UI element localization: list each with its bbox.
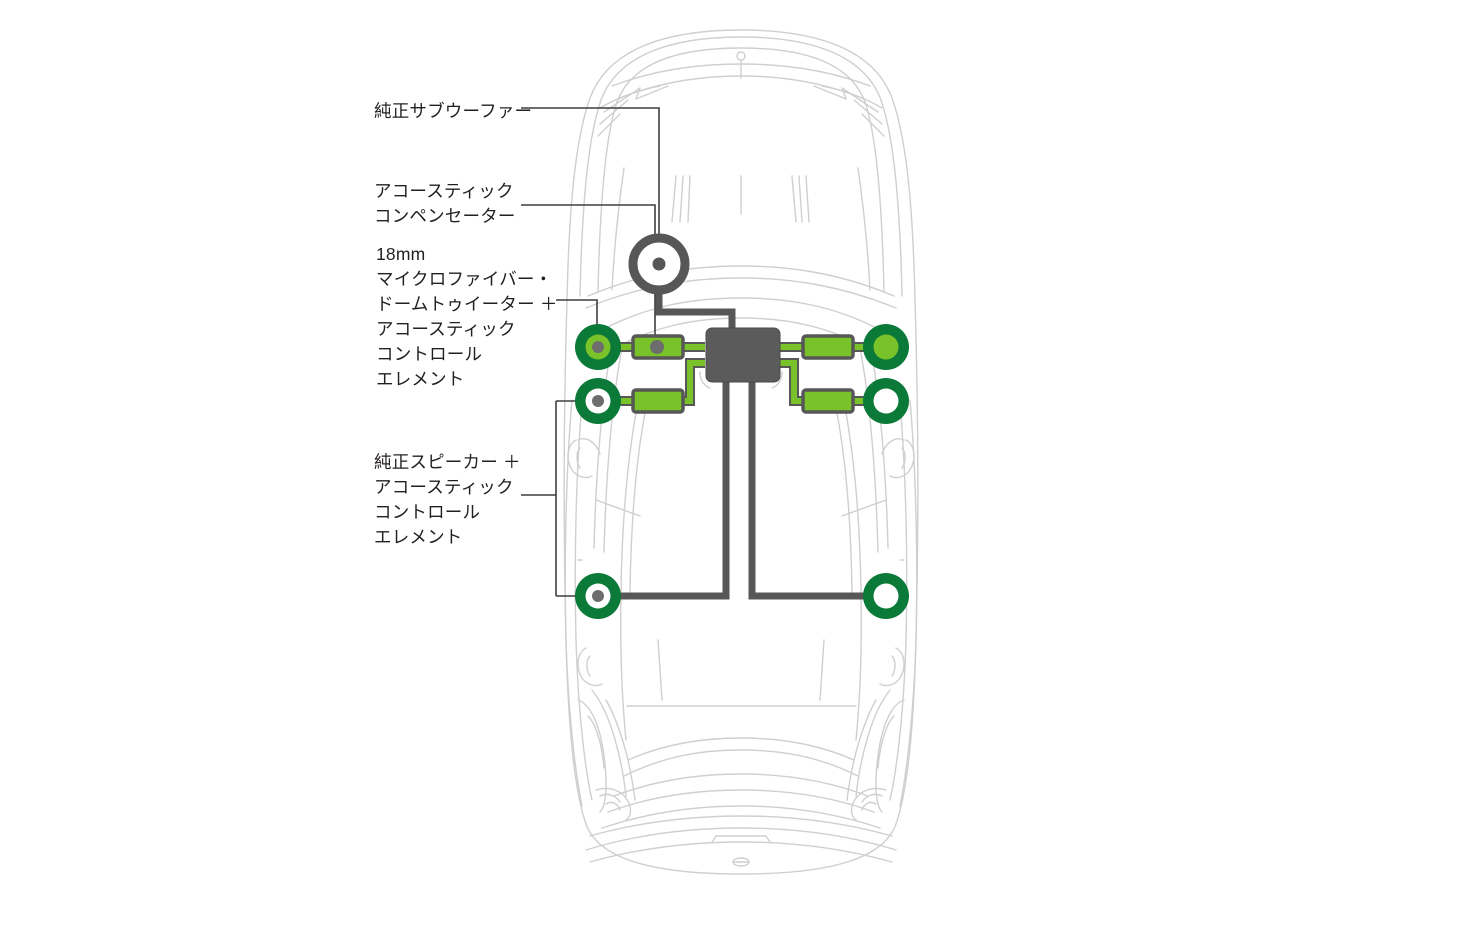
front-left-speaker[interactable] <box>575 378 621 424</box>
front-right-speaker[interactable] <box>863 378 909 424</box>
control-element-modules[interactable] <box>631 334 855 414</box>
leader-compensator <box>521 204 656 347</box>
label-subwoofer: 純正サブウーファー <box>374 101 533 121</box>
leader-subwoofer <box>521 107 660 264</box>
wire-amp-to-rear-left <box>606 380 730 600</box>
wire-amp-to-subwoofer <box>655 292 736 330</box>
label-standard-speaker-control-element: 純正スピーカー ＋ アコースティック コントロール エレメント <box>374 452 521 547</box>
wire-amp-to-rear-right <box>748 380 876 600</box>
gray-wiring <box>606 292 876 600</box>
label-microfiber-dome-tweeter: 18mm マイクロファイバー・ ドームトゥイーター ＋ アコースティック コント… <box>376 244 558 389</box>
leader-lines <box>521 107 660 597</box>
rear-right-speaker[interactable] <box>863 573 909 619</box>
amplifier[interactable] <box>705 327 781 383</box>
front-left-tweeter[interactable] <box>575 324 621 370</box>
label-acoustic-compensator: アコースティック コンペンセーター <box>374 181 516 226</box>
rear-left-speaker[interactable] <box>575 573 621 619</box>
module-front-right-top <box>801 334 855 360</box>
module-front-right-bot <box>801 388 855 414</box>
module-front-left-bot <box>631 388 685 414</box>
front-right-tweeter[interactable] <box>863 324 909 370</box>
module-front-left-top <box>631 334 685 360</box>
car-outline <box>563 29 919 875</box>
subwoofer-driver[interactable] <box>628 233 690 295</box>
